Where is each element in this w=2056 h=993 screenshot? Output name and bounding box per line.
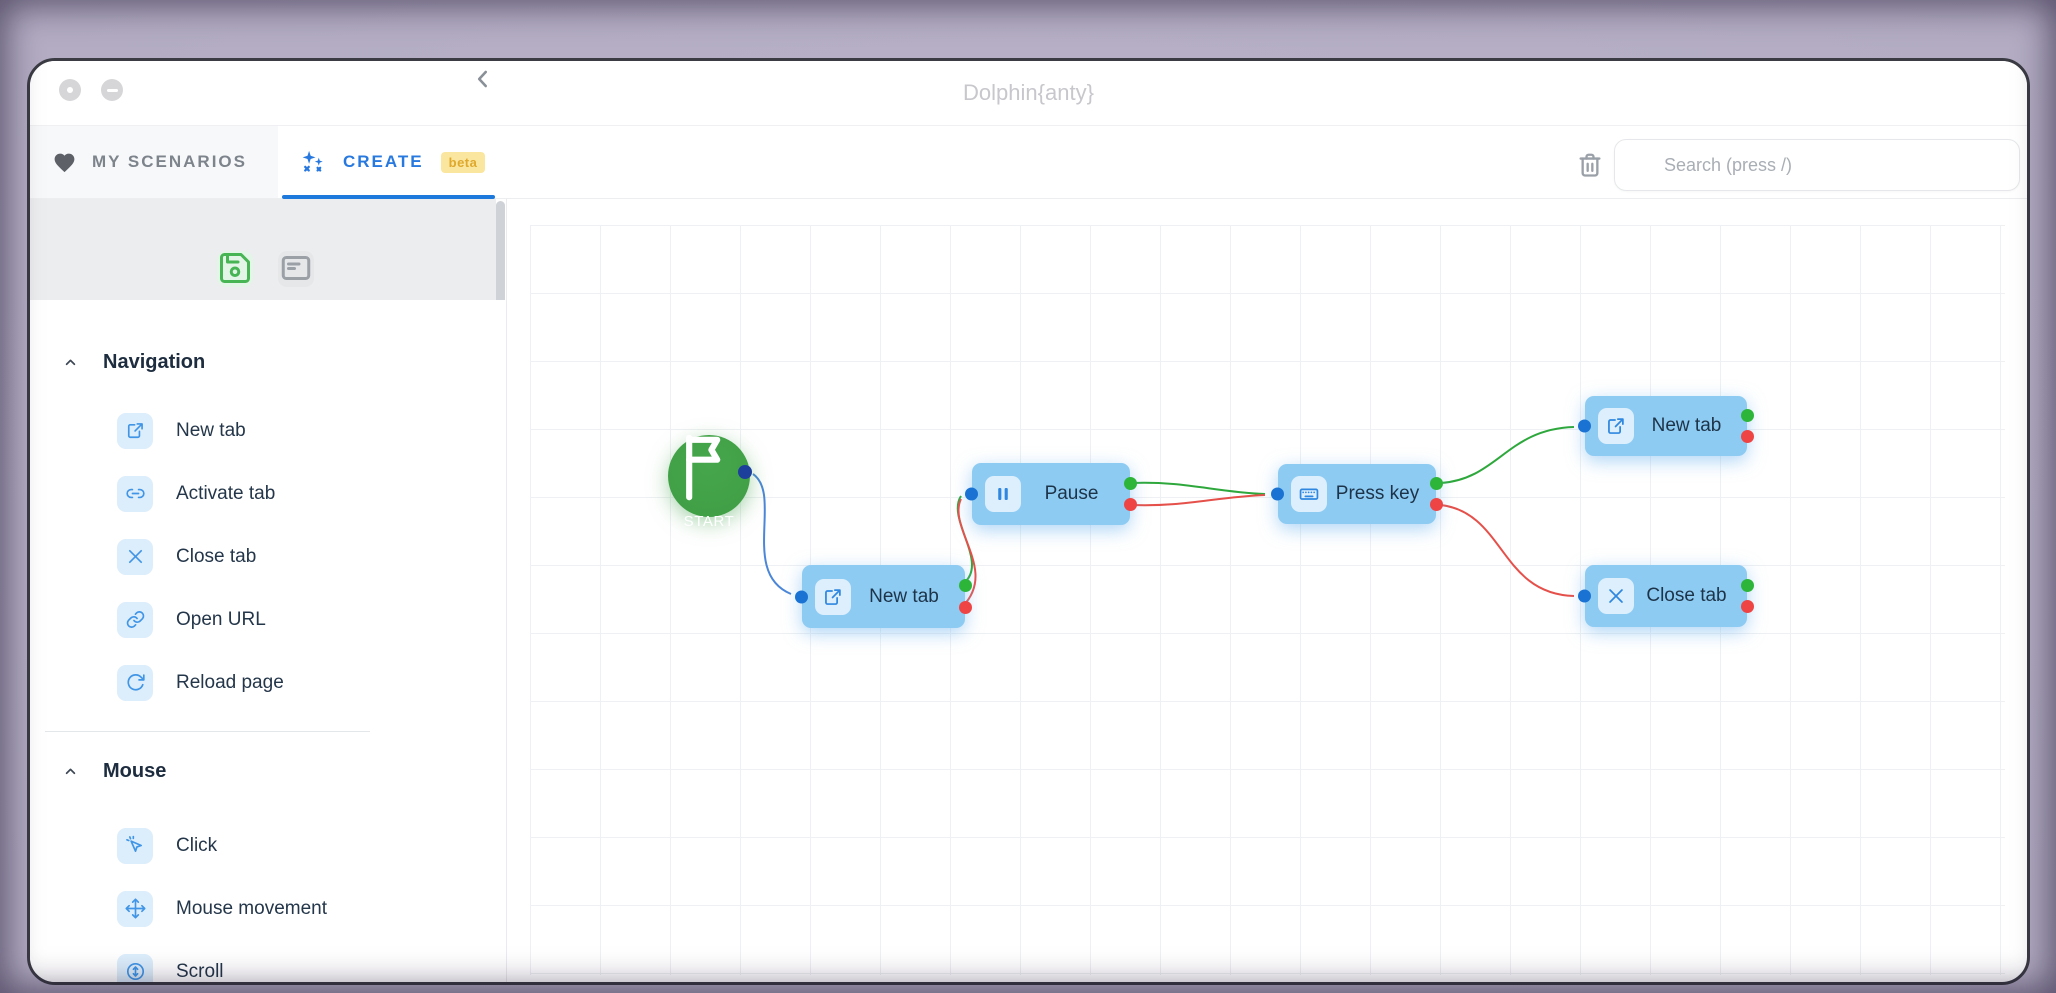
success-port[interactable] xyxy=(1124,476,1137,490)
tab-my-scenarios[interactable]: MY SCENARIOS xyxy=(30,126,278,198)
start-node-label: START xyxy=(683,512,735,530)
save-icon xyxy=(217,250,253,289)
error-port[interactable] xyxy=(959,600,972,614)
link-icon xyxy=(117,601,153,638)
template-button[interactable] xyxy=(278,251,314,287)
window-title: Dolphin{anty} xyxy=(963,80,1094,105)
flow-node-press-key[interactable]: Press key xyxy=(1271,464,1443,524)
sidebar-item-close-tab[interactable]: Close tab xyxy=(30,525,506,588)
titlebar-divider xyxy=(30,125,2027,126)
flow-node-start[interactable]: START xyxy=(668,434,752,530)
sidebar-item-label: Activate tab xyxy=(176,482,276,504)
tab-my-scenarios-label: MY SCENARIOS xyxy=(92,152,247,171)
input-port[interactable] xyxy=(1578,589,1591,603)
node-label: Pause xyxy=(1044,483,1099,504)
sidebar-item-label: Scroll xyxy=(176,960,224,982)
trash-icon xyxy=(1576,153,1604,183)
flow-node-new-tab-2[interactable]: New tab xyxy=(1578,396,1754,456)
node-label: New tab xyxy=(869,585,939,607)
search-icon xyxy=(1629,155,1650,176)
beta-badge: beta xyxy=(440,151,486,173)
search-box[interactable] xyxy=(1614,139,2020,191)
heart-icon xyxy=(52,150,77,175)
dot-icon xyxy=(67,87,73,93)
node-label: Press key xyxy=(1335,483,1420,504)
external-link-icon xyxy=(117,412,153,449)
app-window: Dolphin{anty} MY SCENARIOS CREATE beta xyxy=(27,58,2030,985)
active-tab-underline xyxy=(282,195,495,199)
flag-icon xyxy=(668,423,750,510)
node-label: Close tab xyxy=(1646,585,1727,606)
reload-icon xyxy=(117,664,153,701)
node-label: New tab xyxy=(1651,415,1722,436)
success-port[interactable] xyxy=(959,579,972,593)
chevron-left-icon xyxy=(470,70,496,96)
sidebar-item-click[interactable]: Click xyxy=(30,814,506,877)
save-scenario-button[interactable] xyxy=(217,251,253,287)
section-divider xyxy=(45,731,370,732)
search-input[interactable] xyxy=(1662,153,2005,177)
titlebar: Dolphin{anty} xyxy=(30,61,2027,125)
input-port[interactable] xyxy=(965,487,978,501)
sparkles-icon xyxy=(298,148,326,176)
template-icon xyxy=(278,250,314,289)
section-label: Navigation xyxy=(103,350,206,373)
window-close-button[interactable] xyxy=(59,79,81,101)
sidebar-item-label: Click xyxy=(176,834,218,856)
move-icon xyxy=(117,890,153,927)
sidebar-item-label: New tab xyxy=(176,419,246,441)
flow-node-pause[interactable]: Pause xyxy=(965,463,1137,525)
delete-scenario-button[interactable] xyxy=(1576,150,1604,180)
sidebar-item-activate-tab[interactable]: Activate tab xyxy=(30,462,506,525)
close-icon xyxy=(1598,578,1634,614)
input-port[interactable] xyxy=(795,590,808,603)
link-horizontal-icon xyxy=(117,475,153,512)
pause-icon xyxy=(985,476,1021,512)
error-port[interactable] xyxy=(1124,498,1137,512)
sidebar-item-label: Open URL xyxy=(176,608,266,630)
tab-bar: MY SCENARIOS CREATE beta xyxy=(30,126,2027,199)
section-header-mouse[interactable]: Mouse xyxy=(30,754,506,788)
canvas-grid[interactable] xyxy=(530,225,2005,975)
keyboard-icon xyxy=(1291,476,1327,512)
collapse-sidebar-button[interactable] xyxy=(470,66,496,92)
chevron-up-icon xyxy=(62,354,79,371)
flow-node-close-tab[interactable]: Close tab xyxy=(1578,565,1754,627)
scroll-icon xyxy=(117,953,153,982)
external-link-icon xyxy=(815,578,851,615)
sidebar-item-label: Mouse movement xyxy=(176,897,328,919)
cursor-click-icon xyxy=(117,827,153,864)
input-port[interactable] xyxy=(1271,487,1284,501)
window-minimize-button[interactable] xyxy=(101,79,123,101)
error-port[interactable] xyxy=(1741,429,1754,443)
sidebar-item-mouse-movement[interactable]: Mouse movement xyxy=(30,877,506,940)
success-port[interactable] xyxy=(1741,578,1754,592)
section-header-navigation[interactable]: Navigation xyxy=(30,345,506,379)
sidebar-item-new-tab[interactable]: New tab xyxy=(30,399,506,462)
start-output-port[interactable] xyxy=(738,465,752,479)
tab-create[interactable]: CREATE beta xyxy=(278,126,529,199)
sidebar-item-open-url[interactable]: Open URL xyxy=(30,588,506,651)
error-port[interactable] xyxy=(1741,600,1754,614)
sidebar-item-reload-page[interactable]: Reload page xyxy=(30,651,506,714)
sidebar-item-scroll[interactable]: Scroll xyxy=(30,940,506,982)
tab-create-label: CREATE xyxy=(343,152,424,171)
sidebar-divider xyxy=(506,199,507,982)
close-icon xyxy=(117,538,153,575)
sidebar-header xyxy=(30,199,496,300)
input-port[interactable] xyxy=(1578,419,1591,433)
chevron-up-icon xyxy=(62,763,79,780)
minus-icon xyxy=(106,88,118,92)
error-port[interactable] xyxy=(1430,497,1443,511)
external-link-icon xyxy=(1598,408,1634,444)
success-port[interactable] xyxy=(1430,477,1443,491)
success-port[interactable] xyxy=(1741,409,1754,423)
sidebar-item-label: Reload page xyxy=(176,671,284,693)
flow-node-new-tab-1[interactable]: New tab xyxy=(795,565,972,628)
sidebar-item-label: Close tab xyxy=(176,545,257,567)
section-label: Mouse xyxy=(103,759,167,782)
